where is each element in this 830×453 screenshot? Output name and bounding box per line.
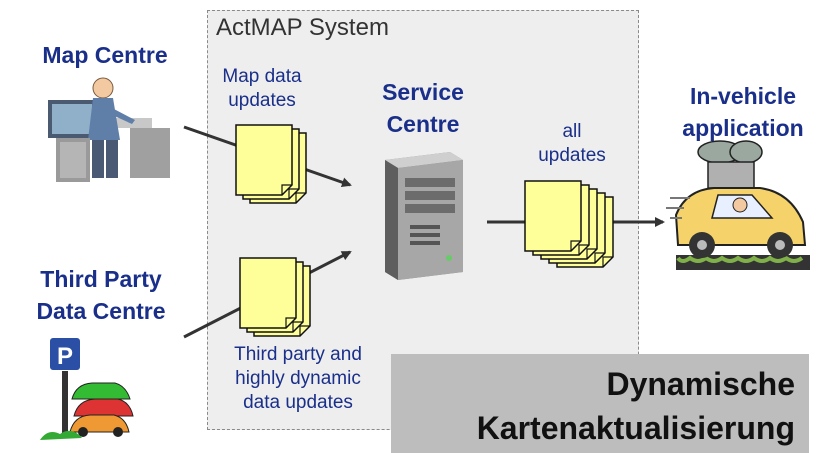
third-party-label-line1: Third Party xyxy=(40,266,162,292)
service-centre-label: Service Centre xyxy=(355,76,491,140)
car-icon xyxy=(666,140,810,270)
map-updates-line2: updates xyxy=(228,90,296,111)
service-centre-line1: Service xyxy=(382,79,464,105)
all-updates-line2: updates xyxy=(538,145,606,166)
map-updates-label: Map data updates xyxy=(212,65,312,113)
in-vehicle-line1: In-vehicle xyxy=(689,83,797,109)
third-party-updates-line1: Third party and xyxy=(234,344,362,365)
caption-line2: Kartenaktualisierung xyxy=(476,410,795,446)
all-updates-line1: all xyxy=(562,121,582,142)
map-updates-documents-icon xyxy=(235,124,307,204)
caption-box: Dynamische Kartenaktualisierung xyxy=(391,354,809,453)
in-vehicle-label: In-vehicle application xyxy=(658,80,828,144)
caption-text: Dynamische Kartenaktualisierung xyxy=(477,362,795,450)
all-updates-documents-icon xyxy=(524,180,614,268)
parking-sign-cars-icon: P xyxy=(40,336,134,440)
third-party-documents-icon xyxy=(239,257,311,337)
server-tower-icon xyxy=(385,152,463,280)
third-party-updates-line2: highly dynamic xyxy=(235,368,361,389)
service-centre-line2: Centre xyxy=(386,111,460,137)
svg-text:P: P xyxy=(57,343,73,370)
person-at-computer-icon xyxy=(48,77,170,182)
system-title: ActMAP System xyxy=(216,14,389,41)
third-party-updates-label: Third party and highly dynamic data upda… xyxy=(208,343,388,415)
all-updates-label: all updates xyxy=(522,120,622,168)
third-party-label: Third Party Data Centre xyxy=(12,263,190,327)
in-vehicle-line2: application xyxy=(682,115,804,141)
map-updates-line1: Map data xyxy=(222,66,302,87)
third-party-updates-line3: data updates xyxy=(243,392,353,413)
map-centre-label: Map Centre xyxy=(42,42,168,68)
third-party-label-line2: Data Centre xyxy=(36,298,166,324)
caption-line1: Dynamische xyxy=(606,366,795,402)
